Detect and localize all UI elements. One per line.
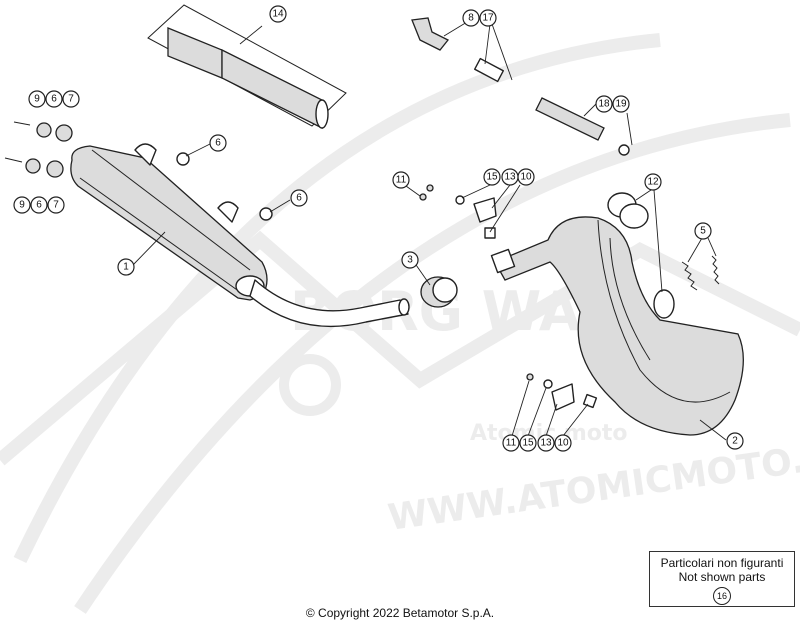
svg-text:6: 6 (296, 193, 302, 204)
svg-text:18: 18 (598, 99, 610, 110)
callout-14: 14 (269, 5, 287, 23)
chamber-bracket (490, 248, 516, 274)
callout-7-top: 7 (62, 90, 80, 108)
callout-6-top-left: 6 (45, 90, 63, 108)
callout-13-top: 13 (501, 168, 519, 186)
svg-text:12: 12 (647, 177, 659, 188)
part-8-hose (411, 17, 450, 51)
watermark-site: WWW.ATOMICMOTO.F (386, 436, 800, 539)
part-12-o-rings (607, 192, 649, 229)
svg-text:7: 7 (53, 200, 59, 211)
callout-1: 1 (117, 258, 135, 276)
svg-text:19: 19 (615, 99, 627, 110)
callout-2: 2 (726, 432, 744, 450)
part-5-springs (681, 255, 720, 291)
part-18-tube (535, 97, 605, 141)
svg-text:11: 11 (396, 175, 407, 186)
callout-5: 5 (694, 222, 712, 240)
svg-text:11: 11 (506, 438, 517, 449)
callout-10-top: 10 (517, 168, 535, 186)
part-14-shield-group (147, 4, 347, 130)
callout-8: 8 (462, 9, 480, 27)
callout-10-bottom: 10 (554, 434, 572, 452)
svg-text:8: 8 (468, 13, 474, 24)
part-14-sleeve-left (167, 27, 223, 79)
silencer-bracket-top (134, 143, 157, 166)
fasteners-left (4, 121, 273, 221)
callout-19: 19 (612, 95, 630, 113)
part-1-silencer (70, 143, 410, 328)
callout-17: 17 (479, 9, 497, 27)
callout-11-bottom: 11 (502, 434, 520, 452)
svg-text:17: 17 (482, 13, 494, 24)
callout-6-upper-mid: 6 (209, 134, 227, 152)
svg-text:6: 6 (36, 200, 42, 211)
svg-text:14: 14 (272, 9, 284, 20)
part-14-sleeve-end (315, 99, 329, 129)
callout-6-lower-mid: 6 (290, 189, 308, 207)
svg-text:9: 9 (19, 200, 25, 211)
part-14-sleeve-right (221, 48, 323, 130)
svg-text:6: 6 (51, 94, 57, 105)
callout-11-top: 11 (392, 171, 410, 189)
copyright-notice: © Copyright 2022 Betamotor S.p.A. (305, 606, 495, 620)
callout-15-bottom: 15 (519, 434, 537, 452)
svg-text:15: 15 (522, 438, 534, 449)
svg-text:13: 13 (540, 438, 552, 449)
link-pipe-end (398, 298, 410, 316)
callout-6-bottom-left: 6 (30, 196, 48, 214)
silencer-bracket-mid (217, 201, 239, 223)
svg-text:15: 15 (486, 172, 498, 183)
callout-12: 12 (644, 173, 662, 191)
callout-7-bottom: 7 (47, 196, 65, 214)
legend-line-italian: Particolari non figuranti (660, 556, 784, 570)
legend-line-english: Not shown parts (678, 570, 766, 584)
svg-text:10: 10 (520, 172, 532, 183)
fasteners-upper-mid (419, 184, 497, 239)
svg-text:2: 2 (732, 436, 738, 447)
part-19-cap (618, 144, 630, 156)
svg-text:6: 6 (215, 138, 221, 149)
svg-text:13: 13 (504, 172, 516, 183)
not-shown-parts-legend: Particolari non figuranti Not shown part… (649, 551, 795, 607)
callout-9-top: 9 (28, 90, 46, 108)
fasteners-lower-mid (526, 373, 598, 411)
legend-part-number: 16 (713, 587, 731, 605)
part-17-clamp (474, 57, 504, 83)
callout-3: 3 (401, 251, 419, 269)
svg-text:7: 7 (68, 94, 74, 105)
callout-9-bottom: 9 (13, 196, 31, 214)
chamber-port (653, 289, 675, 319)
svg-text:10: 10 (557, 438, 569, 449)
svg-text:9: 9 (34, 94, 40, 105)
callout-15-top: 15 (483, 168, 501, 186)
part-14-frame (147, 4, 347, 127)
part-2-expansion-chamber (490, 216, 744, 436)
svg-text:3: 3 (407, 255, 413, 266)
svg-text:5: 5 (700, 226, 706, 237)
leader-lines (131, 18, 727, 441)
svg-text:1: 1 (123, 262, 129, 273)
callout-13-bottom: 13 (537, 434, 555, 452)
silencer-link-pipe (249, 279, 409, 328)
callout-18: 18 (595, 95, 613, 113)
